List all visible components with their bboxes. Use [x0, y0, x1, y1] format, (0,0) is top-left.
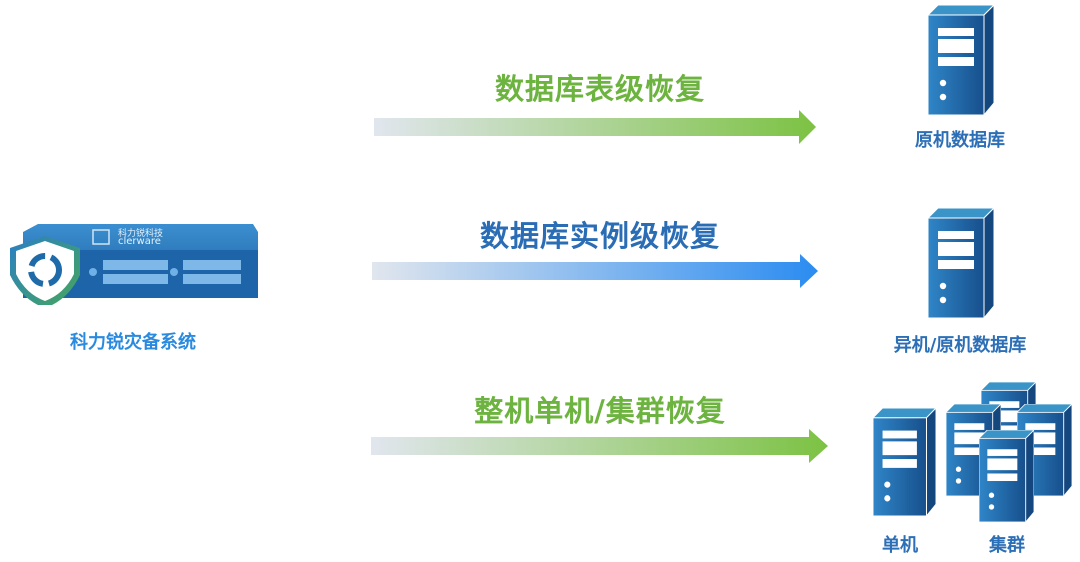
flow-title-machine-recovery: 整机单机/集群恢复 [474, 394, 726, 428]
target-label-original-db: 原机数据库 [915, 130, 1005, 151]
device-brand-cn: 科力锐科技 [118, 229, 164, 239]
standalone-server-icon [873, 408, 936, 516]
arrow-table-recovery [374, 110, 816, 144]
arrow-machine-recovery [371, 429, 828, 463]
target-label-other-or-original-db: 异机/原机数据库 [893, 335, 1027, 356]
target-label-cluster: 集群 [989, 535, 1025, 556]
source-label: 科力锐灾备系统 [70, 332, 196, 353]
device-brand-en: clerware [118, 236, 161, 247]
server-icon [928, 208, 994, 318]
flow-title-instance-recovery: 数据库实例级恢复 [479, 219, 721, 253]
arrow-instance-recovery [372, 254, 818, 288]
flow-title-table-recovery: 数据库表级恢复 [494, 72, 706, 106]
server-icon [928, 5, 994, 115]
backup-appliance: 科力锐科技 clerware [8, 220, 263, 308]
cluster-server-icon [979, 430, 1034, 522]
target-label-standalone: 单机 [882, 535, 918, 556]
